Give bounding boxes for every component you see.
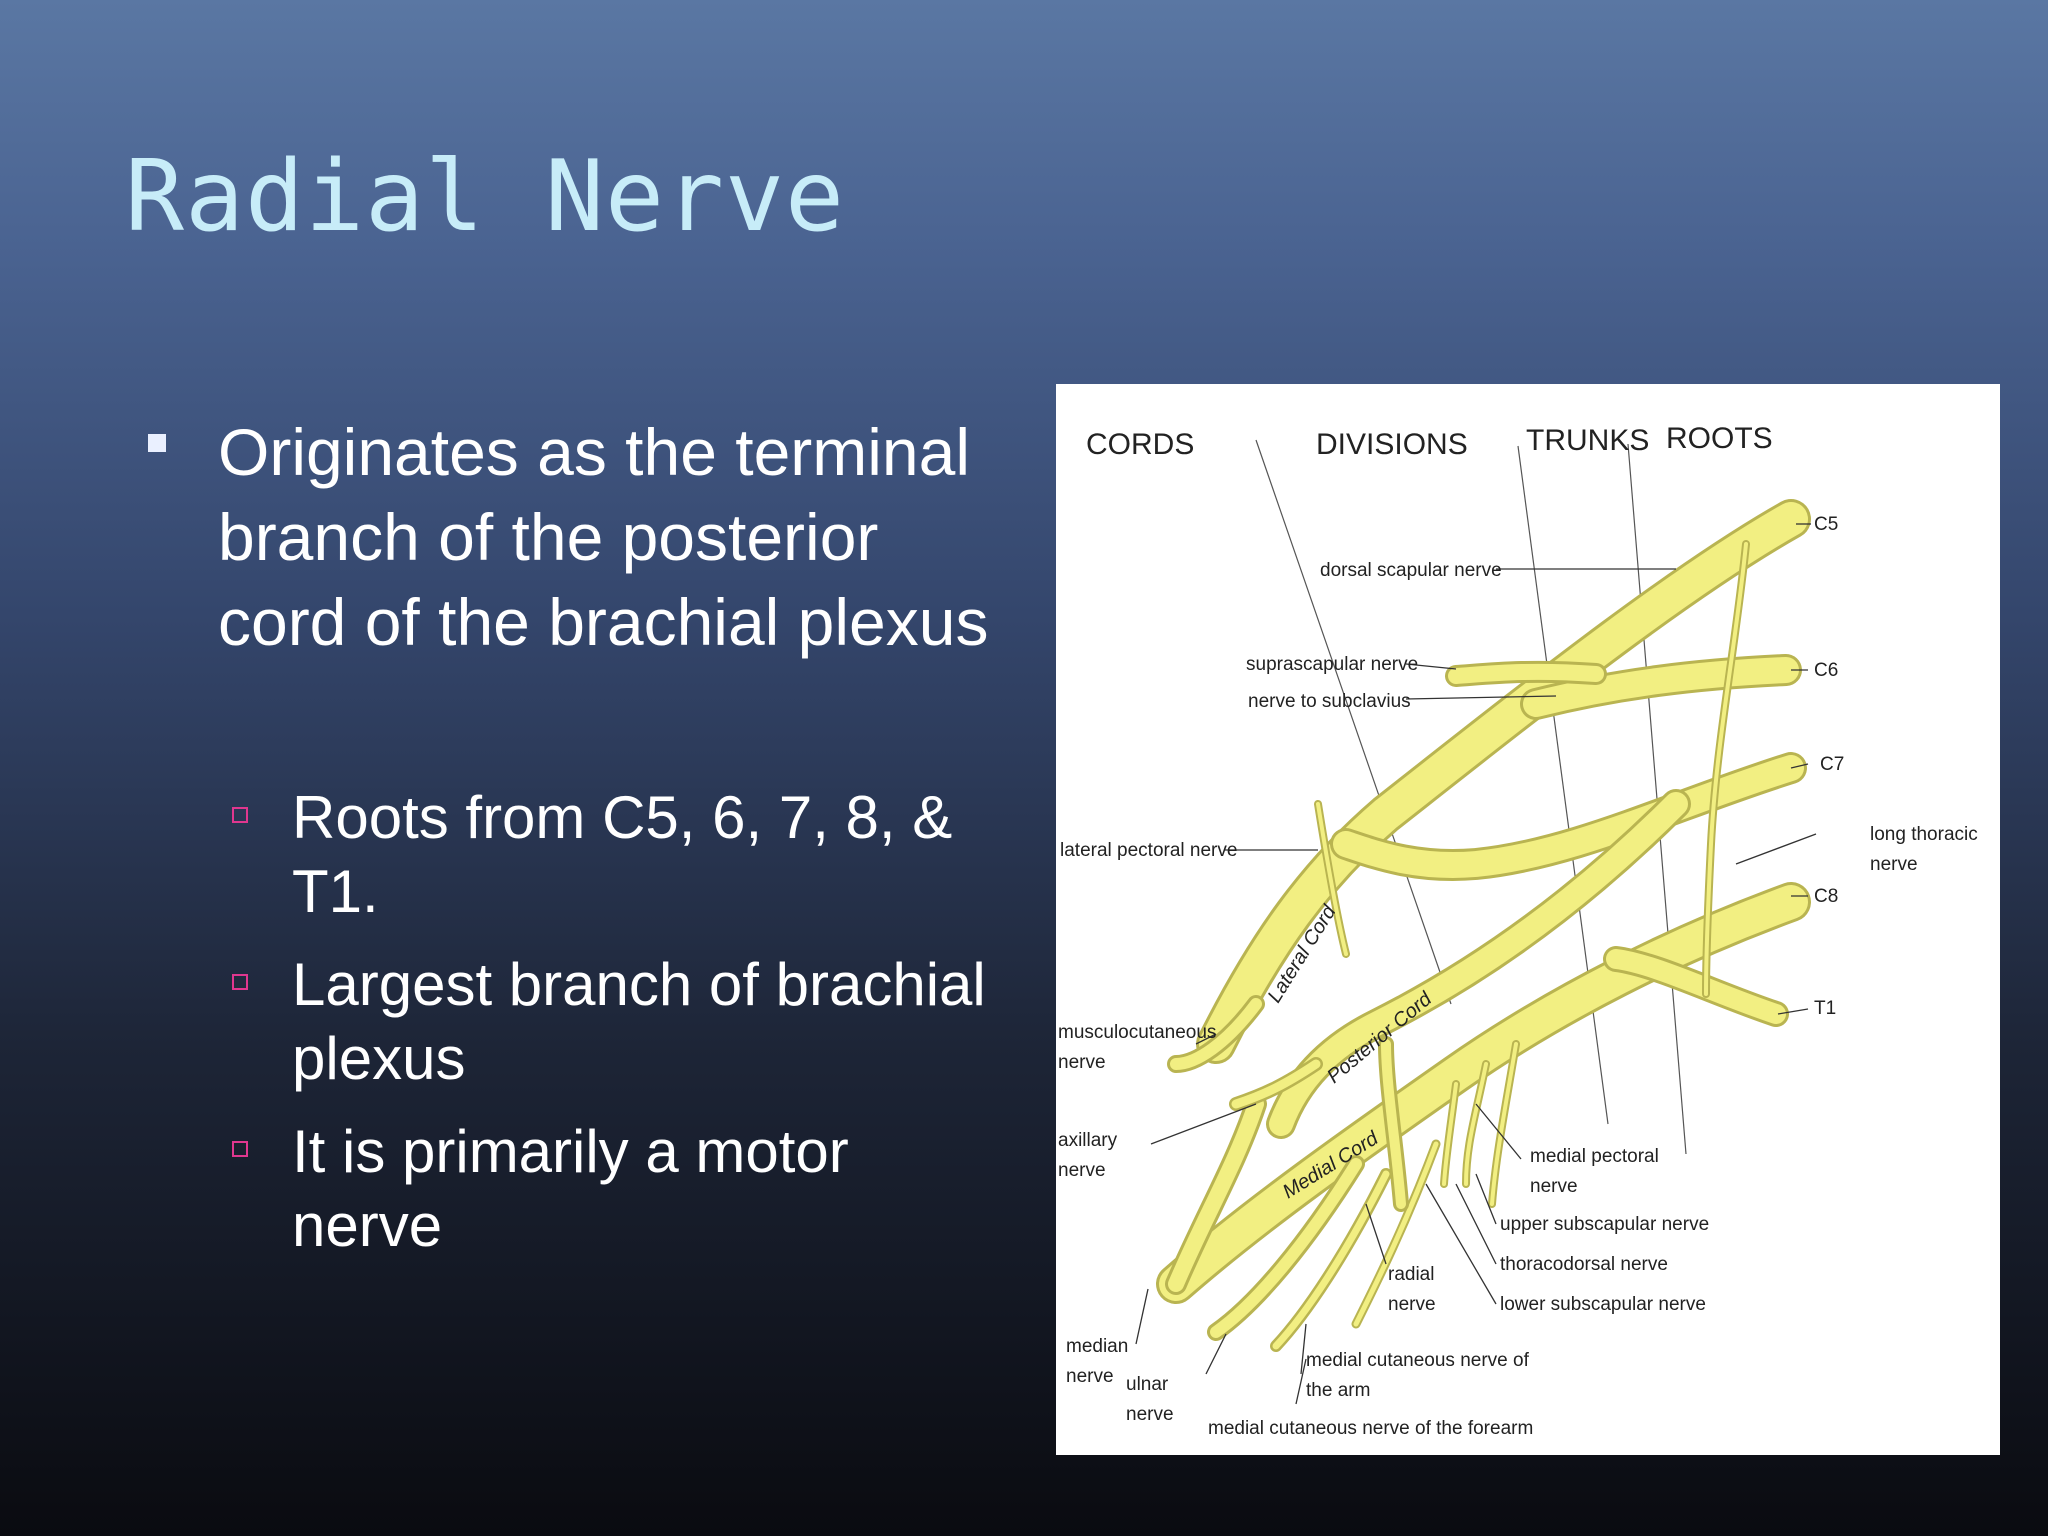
label-thoracodorsal: thoracodorsal nerve <box>1500 1254 1668 1275</box>
root-c5: C5 <box>1814 514 1838 535</box>
label-medial-cutaneous-forearm: medial cutaneous nerve of the forearm <box>1208 1418 1533 1439</box>
label-axillary-2: nerve <box>1058 1160 1106 1181</box>
label-lower-subscapular: lower subscapular nerve <box>1500 1294 1706 1315</box>
leader-lines <box>1135 523 1817 1405</box>
sub-bullet-text: Roots from C5, 6, 7, 8, & T1. <box>292 784 953 925</box>
label-median-2: nerve <box>1066 1366 1114 1387</box>
bullet-main-text: Originates as the terminal branch of the… <box>218 415 989 659</box>
hollow-square-bullet-icon <box>232 1141 248 1157</box>
label-dorsal-scapular: dorsal scapular nerve <box>1320 560 1502 581</box>
nerve-paths <box>1156 499 1811 1352</box>
sub-bullet-text: It is primarily a motor nerve <box>292 1118 849 1259</box>
brachial-plexus-illustration: CORDS DIVISIONS TRUNKS ROOTS C5 C6 C7 C8… <box>1058 422 1978 1439</box>
bullet-list: Originates as the terminal branch of the… <box>140 410 1000 1282</box>
label-long-thoracic: long thoracic <box>1870 824 1978 845</box>
square-bullet-icon <box>148 434 166 452</box>
sub-bullet-item: Largest branch of brachial plexus <box>140 948 1000 1096</box>
root-c8: C8 <box>1814 886 1838 907</box>
label-suprascapular: suprascapular nerve <box>1246 654 1418 675</box>
label-upper-subscapular: upper subscapular nerve <box>1500 1214 1709 1235</box>
label-radial-2: nerve <box>1388 1294 1436 1315</box>
root-c7: C7 <box>1820 754 1844 775</box>
label-median: median <box>1066 1336 1128 1357</box>
label-radial: radial <box>1388 1264 1434 1285</box>
brachial-plexus-diagram: CORDS DIVISIONS TRUNKS ROOTS C5 C6 C7 C8… <box>1056 384 2000 1455</box>
label-ulnar: ulnar <box>1126 1374 1169 1395</box>
bullet-main: Originates as the terminal branch of the… <box>140 410 1000 665</box>
label-medial-pectoral: medial pectoral <box>1530 1146 1659 1167</box>
label-subclavius: nerve to subclavius <box>1248 691 1411 712</box>
hollow-square-bullet-icon <box>232 807 248 823</box>
header-cords: CORDS <box>1086 428 1194 461</box>
label-medial-cutaneous-arm-2: the arm <box>1306 1380 1370 1401</box>
sub-bullet-item: It is primarily a motor nerve <box>140 1115 1000 1263</box>
root-t1: T1 <box>1814 998 1836 1019</box>
hollow-square-bullet-icon <box>232 974 248 990</box>
label-axillary: axillary <box>1058 1130 1118 1151</box>
label-medial-cutaneous-arm: medial cutaneous nerve of <box>1306 1350 1530 1371</box>
sub-bullet-item: Roots from C5, 6, 7, 8, & T1. <box>140 781 1000 929</box>
label-medial-pectoral-2: nerve <box>1530 1176 1578 1197</box>
root-c6: C6 <box>1814 660 1838 681</box>
header-divisions: DIVISIONS <box>1316 428 1468 461</box>
header-trunks: TRUNKS <box>1526 424 1649 457</box>
sub-bullet-text: Largest branch of brachial plexus <box>292 951 986 1092</box>
label-long-thoracic-2: nerve <box>1870 854 1918 875</box>
label-musculocutaneous: musculocutaneous <box>1058 1022 1216 1043</box>
label-musculocutaneous-2: nerve <box>1058 1052 1106 1073</box>
label-lateral-pectoral: lateral pectoral nerve <box>1060 840 1237 861</box>
label-ulnar-2: nerve <box>1126 1404 1174 1425</box>
header-roots: ROOTS <box>1666 422 1773 455</box>
slide-title: Radial Nerve <box>125 140 846 254</box>
sub-bullet-list: Roots from C5, 6, 7, 8, & T1. Largest br… <box>140 781 1000 1263</box>
